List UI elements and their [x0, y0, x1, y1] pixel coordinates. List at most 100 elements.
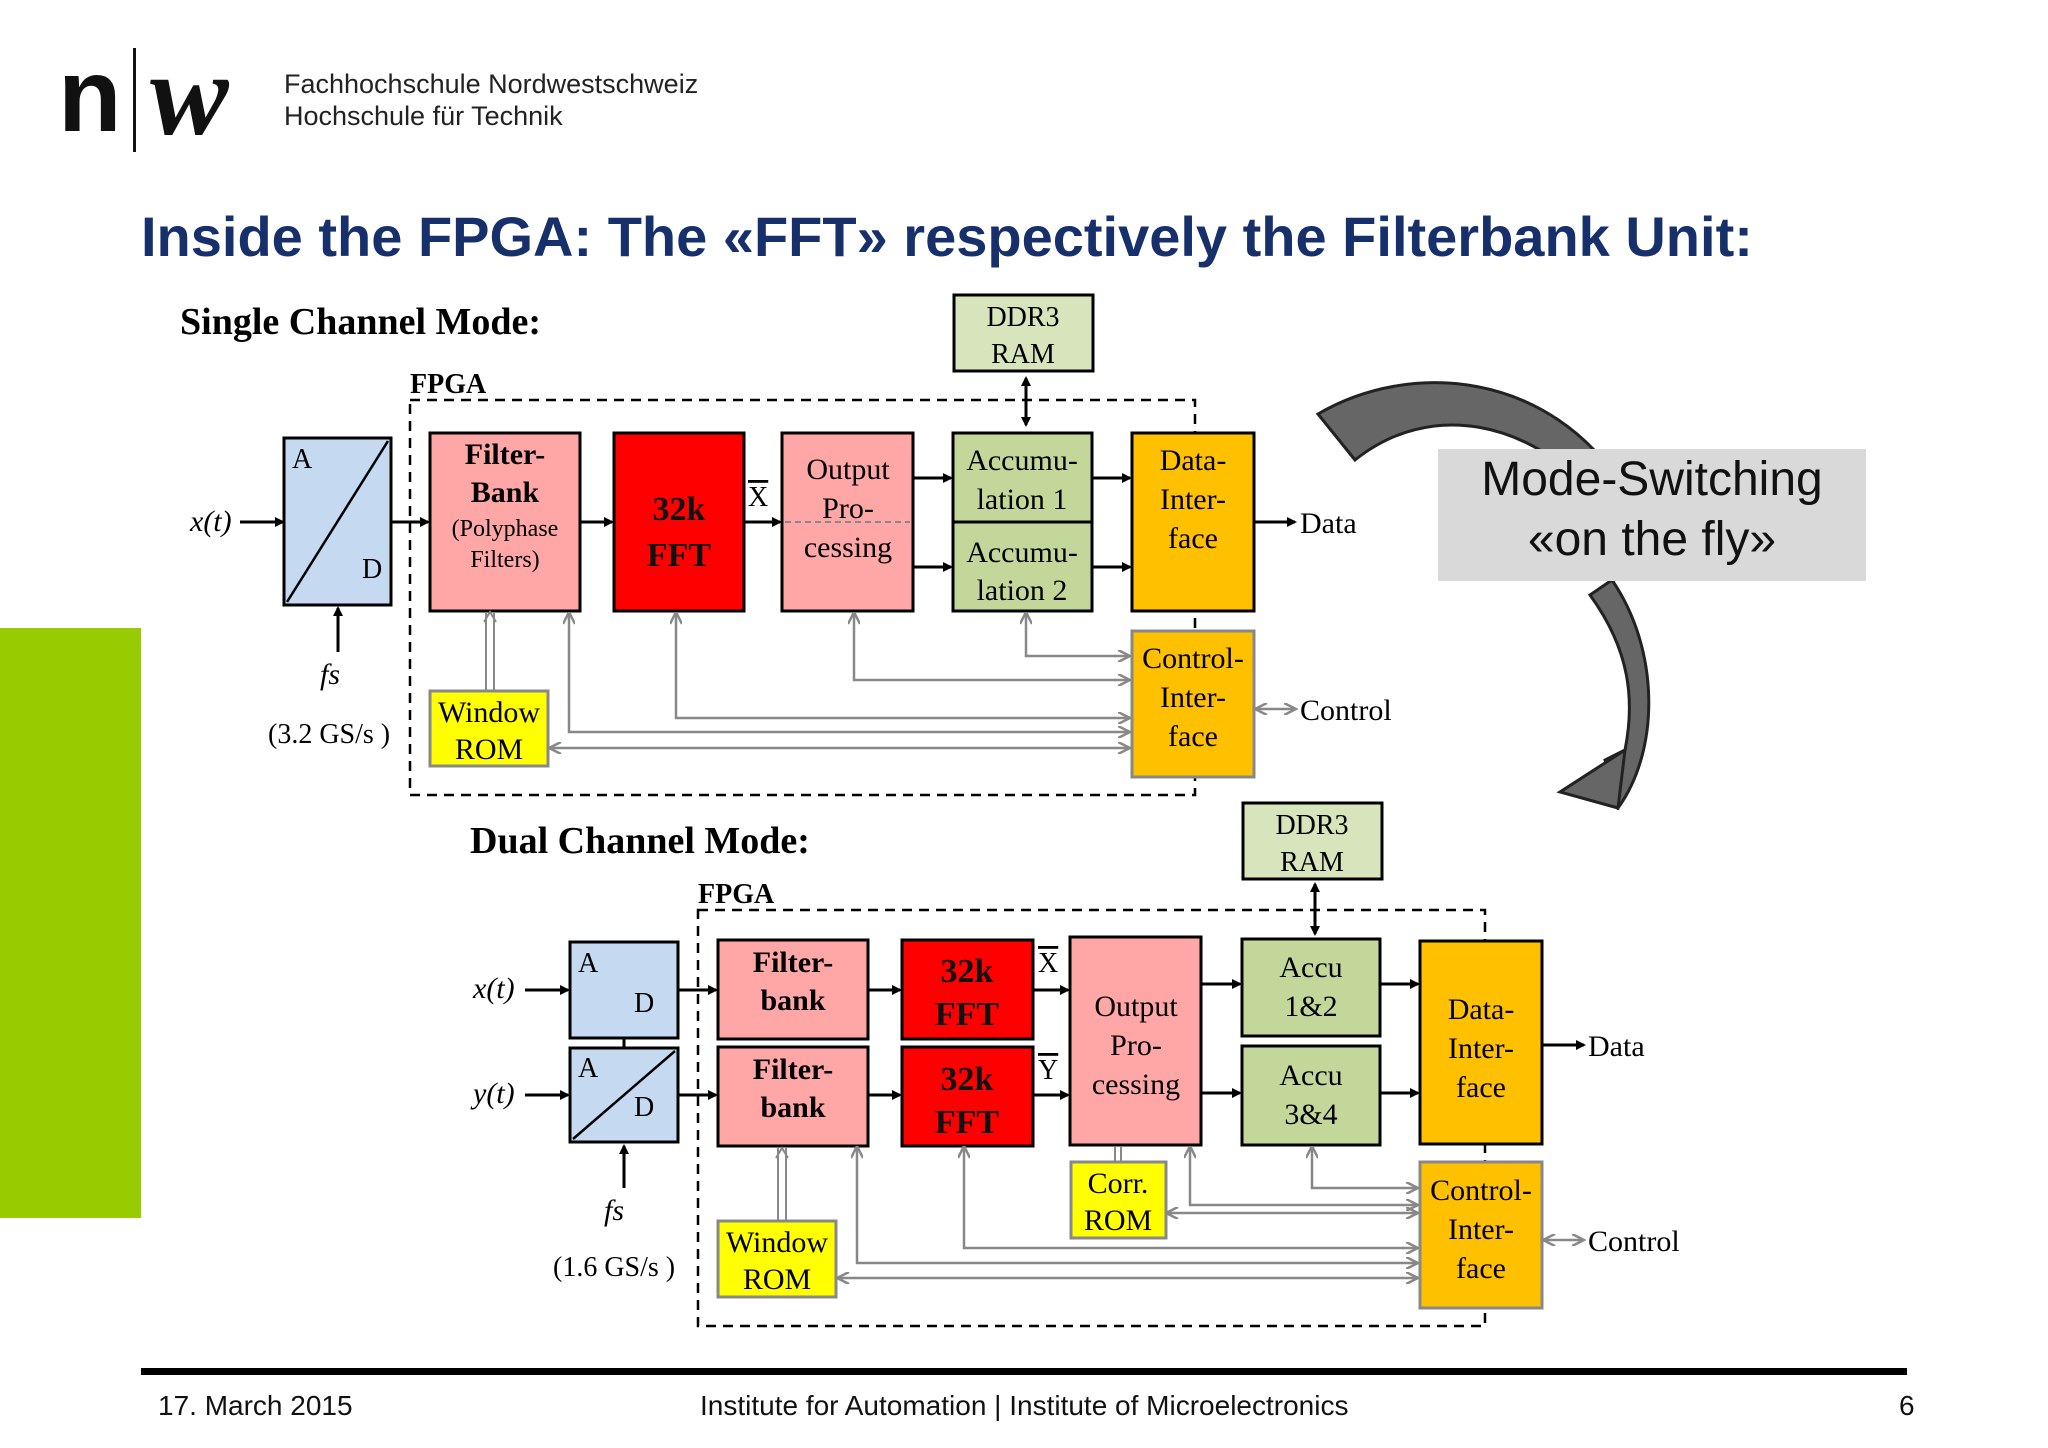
single-accu2-l1: Accumu-	[966, 536, 1078, 569]
single-output-l1: Output	[806, 453, 890, 486]
dual-dataif-l2: Inter-	[1448, 1032, 1514, 1065]
dual-x-label: X	[1038, 948, 1058, 979]
dual-window-rom-l1: Window	[726, 1226, 828, 1259]
single-fpga-boundary	[408, 398, 1197, 797]
single-accu2-l2: lation 2	[977, 574, 1068, 607]
dual-ctrlif-l2: Inter-	[1448, 1213, 1514, 1246]
dual-corr-rom-l1: Corr.	[1088, 1167, 1149, 1200]
dual-accu12	[1240, 937, 1382, 1038]
dual-adc-x	[568, 940, 680, 1040]
dual-control-out-label: Control	[1588, 1225, 1680, 1258]
single-filterbank-l2: Bank	[471, 476, 540, 509]
dual-output-l1: Output	[1094, 990, 1178, 1023]
mode-switch-arrow-icon	[1315, 381, 1651, 810]
single-filterbank-l1: Filter-	[465, 438, 546, 471]
dual-corr-rom-l2: ROM	[1084, 1204, 1152, 1237]
single-x-label: X	[748, 482, 768, 513]
dual-fft-x	[900, 938, 1035, 1041]
single-adc-diagonal	[285, 440, 390, 603]
single-accu1-l2: lation 1	[977, 483, 1068, 516]
dual-adc-y-a: A	[578, 1053, 599, 1084]
dual-accu12-l2: 1&2	[1284, 990, 1337, 1023]
single-ctrlif-l3: face	[1168, 720, 1218, 753]
dual-control-interface	[1418, 1160, 1544, 1310]
single-control-interface	[1130, 629, 1256, 779]
single-output-l2: Pro-	[822, 492, 874, 525]
single-adc-d: D	[362, 554, 382, 585]
single-filterbank-l4: Filters)	[470, 547, 539, 573]
footer-institute: Institute for Automation | Institute of …	[700, 1390, 1349, 1421]
single-ram-label: RAM	[991, 339, 1055, 370]
dual-fft-x-l2: FFT	[935, 996, 1000, 1033]
footer-date: 17. March 2015	[158, 1390, 353, 1421]
dual-output-processing	[1068, 935, 1203, 1147]
single-output-l3: cessing	[804, 531, 892, 564]
dual-accu12-l1: Accu	[1279, 951, 1342, 984]
dual-fft-y-l2: FFT	[935, 1104, 1000, 1141]
dual-adc-y-diagonal	[572, 1050, 676, 1140]
dual-window-rom	[716, 1219, 838, 1299]
institution-school: Hochschule für Technik	[284, 101, 563, 131]
single-window-rom	[428, 689, 550, 768]
institution-name: Fachhochschule Nordwestschweiz	[284, 69, 699, 99]
dual-accu34-l1: Accu	[1279, 1059, 1342, 1092]
mode-switch-box	[1438, 449, 1866, 581]
dual-filterbank-x-l2: bank	[760, 984, 825, 1017]
single-data-out-label: Data	[1300, 507, 1357, 540]
dual-y-label: Y	[1038, 1055, 1058, 1086]
single-accu1-l1: Accumu-	[966, 444, 1078, 477]
dual-accu34-l2: 3&4	[1284, 1098, 1337, 1131]
single-dataif-l3: face	[1168, 522, 1218, 555]
single-control-paths	[551, 614, 1130, 748]
dual-fft-y-l1: 32k	[941, 1061, 994, 1098]
dual-filterbank-y-l2: bank	[760, 1091, 825, 1124]
dual-ctrlif-l1: Control-	[1430, 1174, 1532, 1207]
dual-fft-x-l1: 32k	[941, 953, 994, 990]
single-fs-rate: (3.2 GS/s )	[268, 719, 390, 750]
single-fft-l2: FFT	[647, 537, 712, 574]
single-window-rom-l1: Window	[438, 696, 540, 729]
single-filterbank-l3: (Polyphase	[452, 516, 559, 542]
single-ddr3-label: DDR3	[986, 302, 1059, 333]
single-ctrlif-l2: Inter-	[1160, 681, 1226, 714]
footer-rule	[141, 1368, 1907, 1375]
single-fpga-label: FPGA	[410, 369, 487, 400]
logo-divider	[133, 48, 136, 152]
dual-filterbank-x-l1: Filter-	[753, 946, 834, 979]
dual-control-paths	[839, 1148, 1418, 1278]
dual-adc-x-a: A	[578, 948, 599, 979]
single-ddr3-ram	[952, 293, 1095, 373]
green-accent-bar	[0, 628, 141, 1218]
dual-fs-rate: (1.6 GS/s )	[553, 1252, 675, 1283]
slide-title: Inside the FPGA: The «FFT» respectively …	[141, 205, 1753, 268]
single-accu2	[951, 520, 1094, 613]
single-heading: Single Channel Mode:	[180, 301, 541, 343]
dual-ddr3-ram	[1241, 801, 1384, 881]
dual-filterbank-y	[716, 1045, 870, 1148]
single-control-out-label: Control	[1300, 694, 1392, 727]
single-dataif-l2: Inter-	[1160, 483, 1226, 516]
dual-adc-x-d: D	[634, 988, 654, 1019]
dual-input-y: y(t)	[470, 1077, 515, 1110]
dual-dataif-l3: face	[1456, 1071, 1506, 1104]
dual-dataif-l1: Data-	[1448, 993, 1515, 1026]
mode-switch-line1: Mode-Switching	[1481, 453, 1823, 506]
dual-fpga-label: FPGA	[698, 879, 775, 910]
dual-output-l2: Pro-	[1110, 1029, 1162, 1062]
mode-switch-line2: «on the fly»	[1527, 513, 1777, 566]
dual-ddr3-label: DDR3	[1275, 810, 1348, 841]
dual-heading: Dual Channel Mode:	[470, 820, 810, 862]
single-input-label: x(t)	[189, 505, 232, 538]
dual-adc-y-d: D	[634, 1092, 654, 1123]
single-data-interface	[1130, 431, 1256, 613]
single-fs-label: fs	[320, 658, 340, 691]
dual-output-l3: cessing	[1092, 1068, 1180, 1101]
logo-letter-w: w	[150, 29, 229, 160]
dual-input-x: x(t)	[472, 972, 515, 1005]
single-ctrlif-l1: Control-	[1142, 642, 1244, 675]
dual-filterbank-y-l1: Filter-	[753, 1053, 834, 1086]
dual-ram-label: RAM	[1280, 847, 1344, 878]
dual-data-interface	[1418, 939, 1544, 1146]
dual-data-out-label: Data	[1588, 1030, 1645, 1063]
single-window-rom-l2: ROM	[455, 733, 523, 766]
